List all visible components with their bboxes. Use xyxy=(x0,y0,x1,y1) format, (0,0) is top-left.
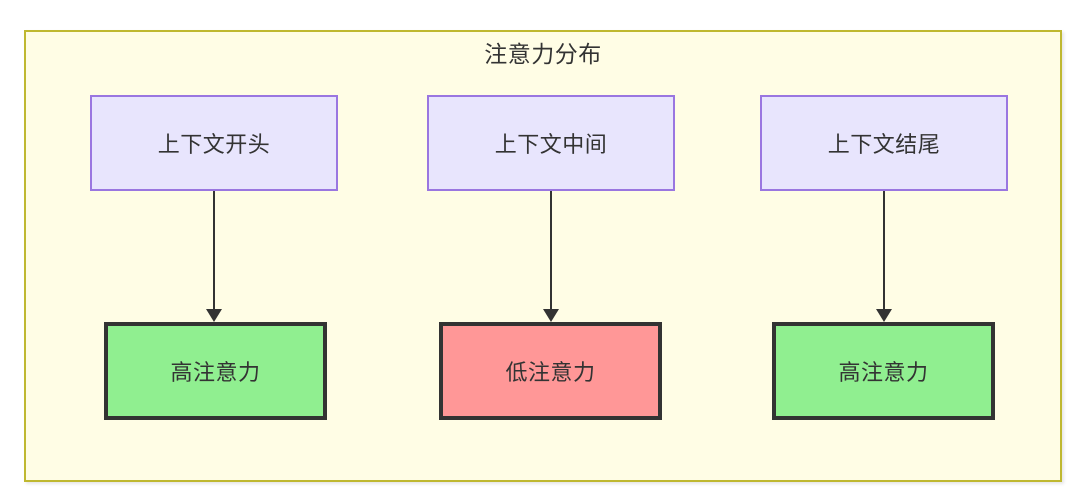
node-context-start-label: 上下文开头 xyxy=(157,132,271,157)
edge-line xyxy=(883,191,885,309)
node-context-start[interactable]: 上下文开头 xyxy=(90,95,338,191)
edge-line xyxy=(213,191,215,309)
arrowhead-icon xyxy=(206,309,222,322)
node-attention-end[interactable]: 高注意力 xyxy=(772,322,995,420)
node-context-middle-label: 上下文中间 xyxy=(494,132,608,157)
node-attention-start-label: 高注意力 xyxy=(170,360,261,385)
arrowhead-icon xyxy=(876,309,892,322)
subgraph-title: 注意力分布 xyxy=(484,41,602,67)
node-attention-middle-label: 低注意力 xyxy=(505,360,596,385)
arrowhead-icon xyxy=(543,309,559,322)
node-attention-start[interactable]: 高注意力 xyxy=(104,322,327,420)
node-context-end-label: 上下文结尾 xyxy=(827,132,941,157)
node-context-middle[interactable]: 上下文中间 xyxy=(427,95,675,191)
node-attention-middle[interactable]: 低注意力 xyxy=(439,322,662,420)
node-context-end[interactable]: 上下文结尾 xyxy=(760,95,1008,191)
node-attention-end-label: 高注意力 xyxy=(838,360,929,385)
edge-line xyxy=(550,191,552,309)
attention-distribution-container: 注意力分布 上下文开头 高注意力 上下文中间 低注意力 上下文结尾 xyxy=(24,30,1062,482)
